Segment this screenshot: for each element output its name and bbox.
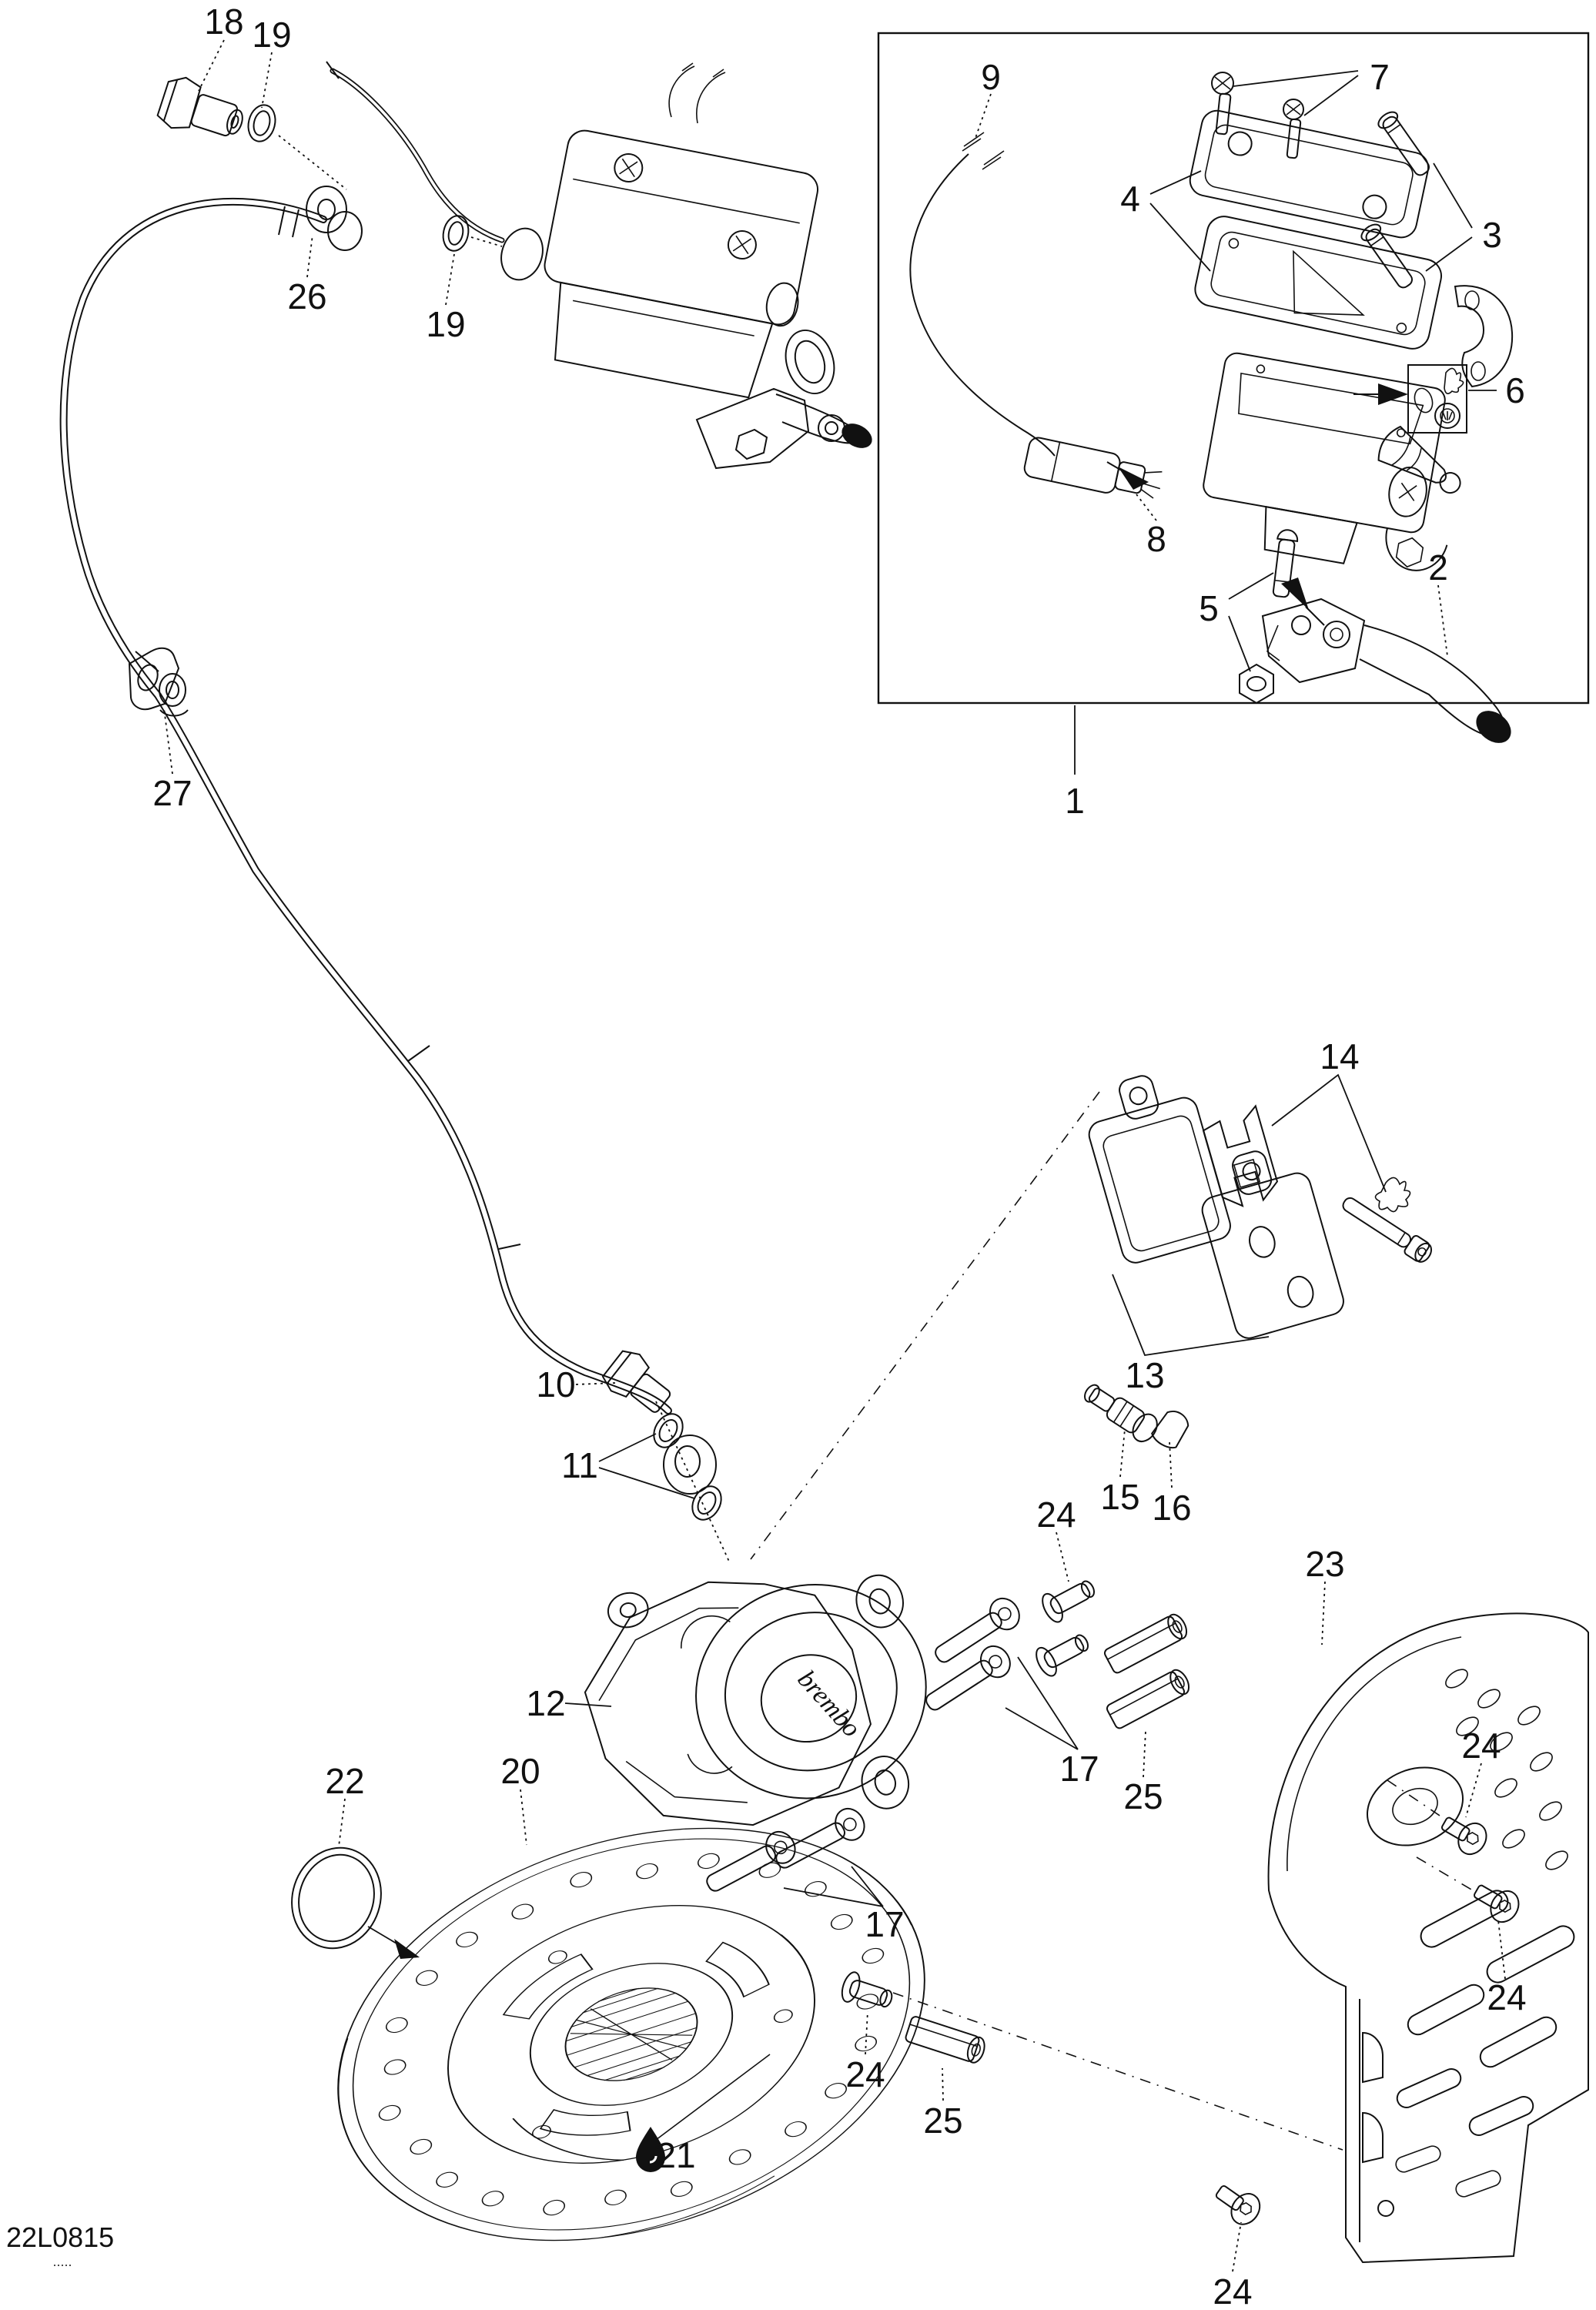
mount-pins-upper [1036, 1580, 1096, 1677]
spline-hatch [565, 1987, 698, 2081]
callout-19: 19 [426, 304, 465, 344]
pad-clip [1374, 1177, 1411, 1213]
brake-caliper: brembo [584, 1574, 927, 1826]
banjo-bolt-10 [601, 1350, 671, 1413]
callout-20: 20 [500, 1751, 540, 1791]
caliper-screws-lower [706, 1807, 865, 1892]
callout-24: 24 [845, 2054, 885, 2094]
spacer-25b [905, 2016, 985, 2064]
brake-pad-left [1088, 1075, 1231, 1264]
reservoir-cover [1189, 109, 1430, 239]
callout-27: 27 [152, 773, 192, 813]
callout-19: 19 [252, 15, 291, 55]
pivot-nut [1239, 663, 1274, 705]
callout-25: 25 [1123, 1776, 1163, 1816]
brembo-logo: brembo [792, 1665, 866, 1743]
bleeder-valve [1084, 1384, 1158, 1443]
callout-17: 17 [865, 1904, 904, 1944]
brake-pad-right [1201, 1150, 1344, 1339]
callout-25: 25 [923, 2101, 962, 2141]
washer-19b [442, 215, 470, 252]
leader-lines [163, 39, 1506, 2272]
callout-2: 2 [1428, 547, 1448, 588]
rivet-pin-24d [841, 1971, 893, 2008]
callout-16: 16 [1152, 1488, 1191, 1528]
brake-disc [337, 1827, 925, 2241]
callout-24: 24 [1213, 2272, 1252, 2310]
lubricant-drop-icon [636, 2054, 771, 2172]
disc-guard-bracket [892, 1612, 1589, 2264]
callout-10: 10 [536, 1364, 575, 1404]
pad-pin [1342, 1197, 1433, 1263]
torx-screw-24b [1440, 1816, 1487, 1856]
callout-23: 23 [1305, 1544, 1344, 1584]
callout-1: 1 [1065, 781, 1085, 821]
spacers-upper [1103, 1613, 1190, 1729]
callout-22: 22 [325, 1761, 364, 1801]
torx-screw-24e [1215, 2184, 1261, 2225]
callout-3: 3 [1482, 215, 1502, 255]
brake-pads [750, 1075, 1433, 1560]
o-ring [291, 1846, 420, 1959]
clamp-pins [1360, 111, 1514, 388]
washer-19a [247, 104, 276, 142]
guard-vents-small [1445, 1669, 1568, 1870]
brake-hose [59, 186, 672, 1414]
callout-14: 14 [1320, 1036, 1359, 1076]
guard-slots [1395, 1890, 1575, 2198]
brake-pipe [326, 61, 505, 243]
callout-13: 13 [1125, 1355, 1164, 1395]
torx-screw-24c [1473, 1884, 1520, 1923]
callout-8: 8 [1146, 519, 1166, 559]
caliper-banjo [601, 1350, 731, 1564]
pad-spring [1202, 1104, 1279, 1207]
callout-7: 7 [1370, 57, 1390, 97]
callout-11: 11 [561, 1445, 598, 1485]
hose-clamp-27 [128, 647, 189, 717]
callout-24: 24 [1036, 1495, 1076, 1535]
cover-screws [1211, 72, 1304, 159]
callout-12: 12 [526, 1683, 565, 1723]
boot [1377, 425, 1461, 494]
brake-lever [1261, 598, 1511, 743]
callout-21: 21 [656, 2135, 695, 2175]
callout-26: 26 [287, 276, 326, 316]
mc-body [1203, 352, 1448, 571]
repair-kit-box [1353, 364, 1497, 434]
callout-6: 6 [1505, 370, 1525, 410]
callout-15: 15 [1100, 1477, 1139, 1517]
callout-9: 9 [981, 57, 1001, 97]
switch-wires [909, 132, 1056, 457]
callout-17: 17 [1059, 1749, 1099, 1789]
handlebar-clamp [1454, 285, 1514, 388]
bleeder-cap [1151, 1410, 1189, 1449]
callout-18: 18 [204, 2, 243, 42]
caliper-screws-upper [925, 1597, 1020, 1711]
callout-24: 24 [1461, 1726, 1501, 1766]
callout-4: 4 [1120, 179, 1140, 219]
assembly-box [877, 32, 1590, 775]
callout-24: 24 [1487, 1977, 1526, 2017]
master-cylinder [500, 62, 872, 470]
diagram-code: 22L0815 [6, 2221, 114, 2253]
reservoir-gasket [1194, 216, 1442, 350]
callout-5: 5 [1199, 588, 1219, 628]
banjo-bolt-18 [156, 76, 243, 137]
